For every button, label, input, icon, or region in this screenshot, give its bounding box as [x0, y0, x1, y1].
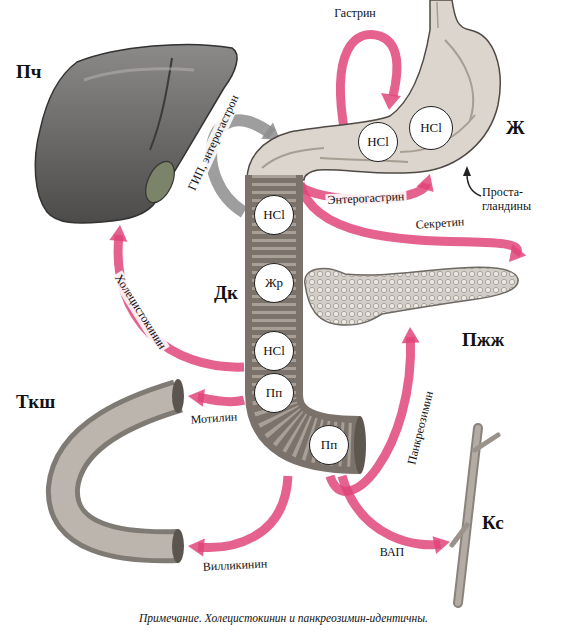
- hormone-label: Гастрин: [334, 7, 376, 21]
- content-circle: HCl: [254, 195, 294, 235]
- arrowhead: [109, 225, 127, 242]
- arrowhead: [188, 389, 205, 407]
- hormone-arrow: [342, 476, 450, 554]
- arrowhead: [416, 174, 433, 192]
- content-circle: Пп: [309, 425, 349, 465]
- hormone-label: Секретин: [413, 215, 467, 232]
- organ-label: Пч: [16, 62, 42, 83]
- hormone-arrow: [109, 225, 244, 367]
- arrowhead: [188, 539, 205, 557]
- hormone-label: Мотилин: [188, 410, 240, 427]
- duodenum-organ: ДкHClЖрHClПпПп: [244, 183, 360, 476]
- circle-label: Пп: [266, 386, 282, 400]
- blood-vessel: Кс: [450, 425, 502, 607]
- small-intestine-illustration: [38, 378, 188, 566]
- hormone-arrow-line: [342, 476, 440, 545]
- organ-label: Ж: [506, 118, 525, 139]
- hormone-arrow-line: [198, 476, 288, 547]
- pancreas-illustration: [300, 262, 520, 327]
- content-circle: HCl: [409, 106, 453, 150]
- stomach-organ: ЖHClHCl: [280, 0, 510, 174]
- organ-label: Пжж: [462, 330, 504, 351]
- caption: Примечание. Холецистокинин и панкреозими…: [0, 612, 567, 624]
- hormone-label: Холецистокинин: [110, 270, 169, 354]
- organ-label: Дк: [214, 283, 238, 304]
- hormone-arrow: [188, 389, 244, 407]
- circle-label: HCl: [263, 208, 285, 222]
- circle-label: HCl: [367, 135, 389, 149]
- liver-organ: Пч: [22, 40, 237, 225]
- hormone-arrow-line: [198, 397, 244, 402]
- prostaglandin-pointer: [467, 174, 481, 196]
- small-intestine-organ: Ткш: [38, 378, 188, 566]
- circle-label: HCl: [420, 121, 442, 135]
- hormone-label: Панкреозимин: [405, 388, 438, 468]
- organ-label: Ткш: [16, 392, 55, 413]
- gastrin-arrowhead: [381, 93, 401, 110]
- arrowhead: [509, 244, 526, 262]
- prostaglandin-pointer-head: [463, 166, 471, 176]
- content-circle: HCl: [254, 331, 294, 371]
- arrowhead: [402, 327, 420, 343]
- hormone-arrow: [188, 476, 288, 557]
- hormone-label: ВАП: [378, 546, 407, 560]
- liver-illustration: [22, 40, 237, 225]
- organ-label: Кс: [482, 513, 504, 534]
- content-circle: Жр: [254, 263, 294, 303]
- hormone-label: Вилликинин: [201, 557, 270, 574]
- circle-label: Жр: [265, 276, 283, 290]
- note-label: Проста- гландины: [482, 186, 542, 214]
- circle-label: Пп: [321, 438, 337, 452]
- pancreas-organ: Пжж: [300, 262, 520, 327]
- content-circle: Пп: [254, 373, 294, 413]
- arrowhead: [433, 536, 450, 554]
- hormone-label: Энтерогастрин: [325, 190, 406, 208]
- content-circle: HCl: [358, 122, 398, 162]
- circle-label: HCl: [263, 344, 285, 358]
